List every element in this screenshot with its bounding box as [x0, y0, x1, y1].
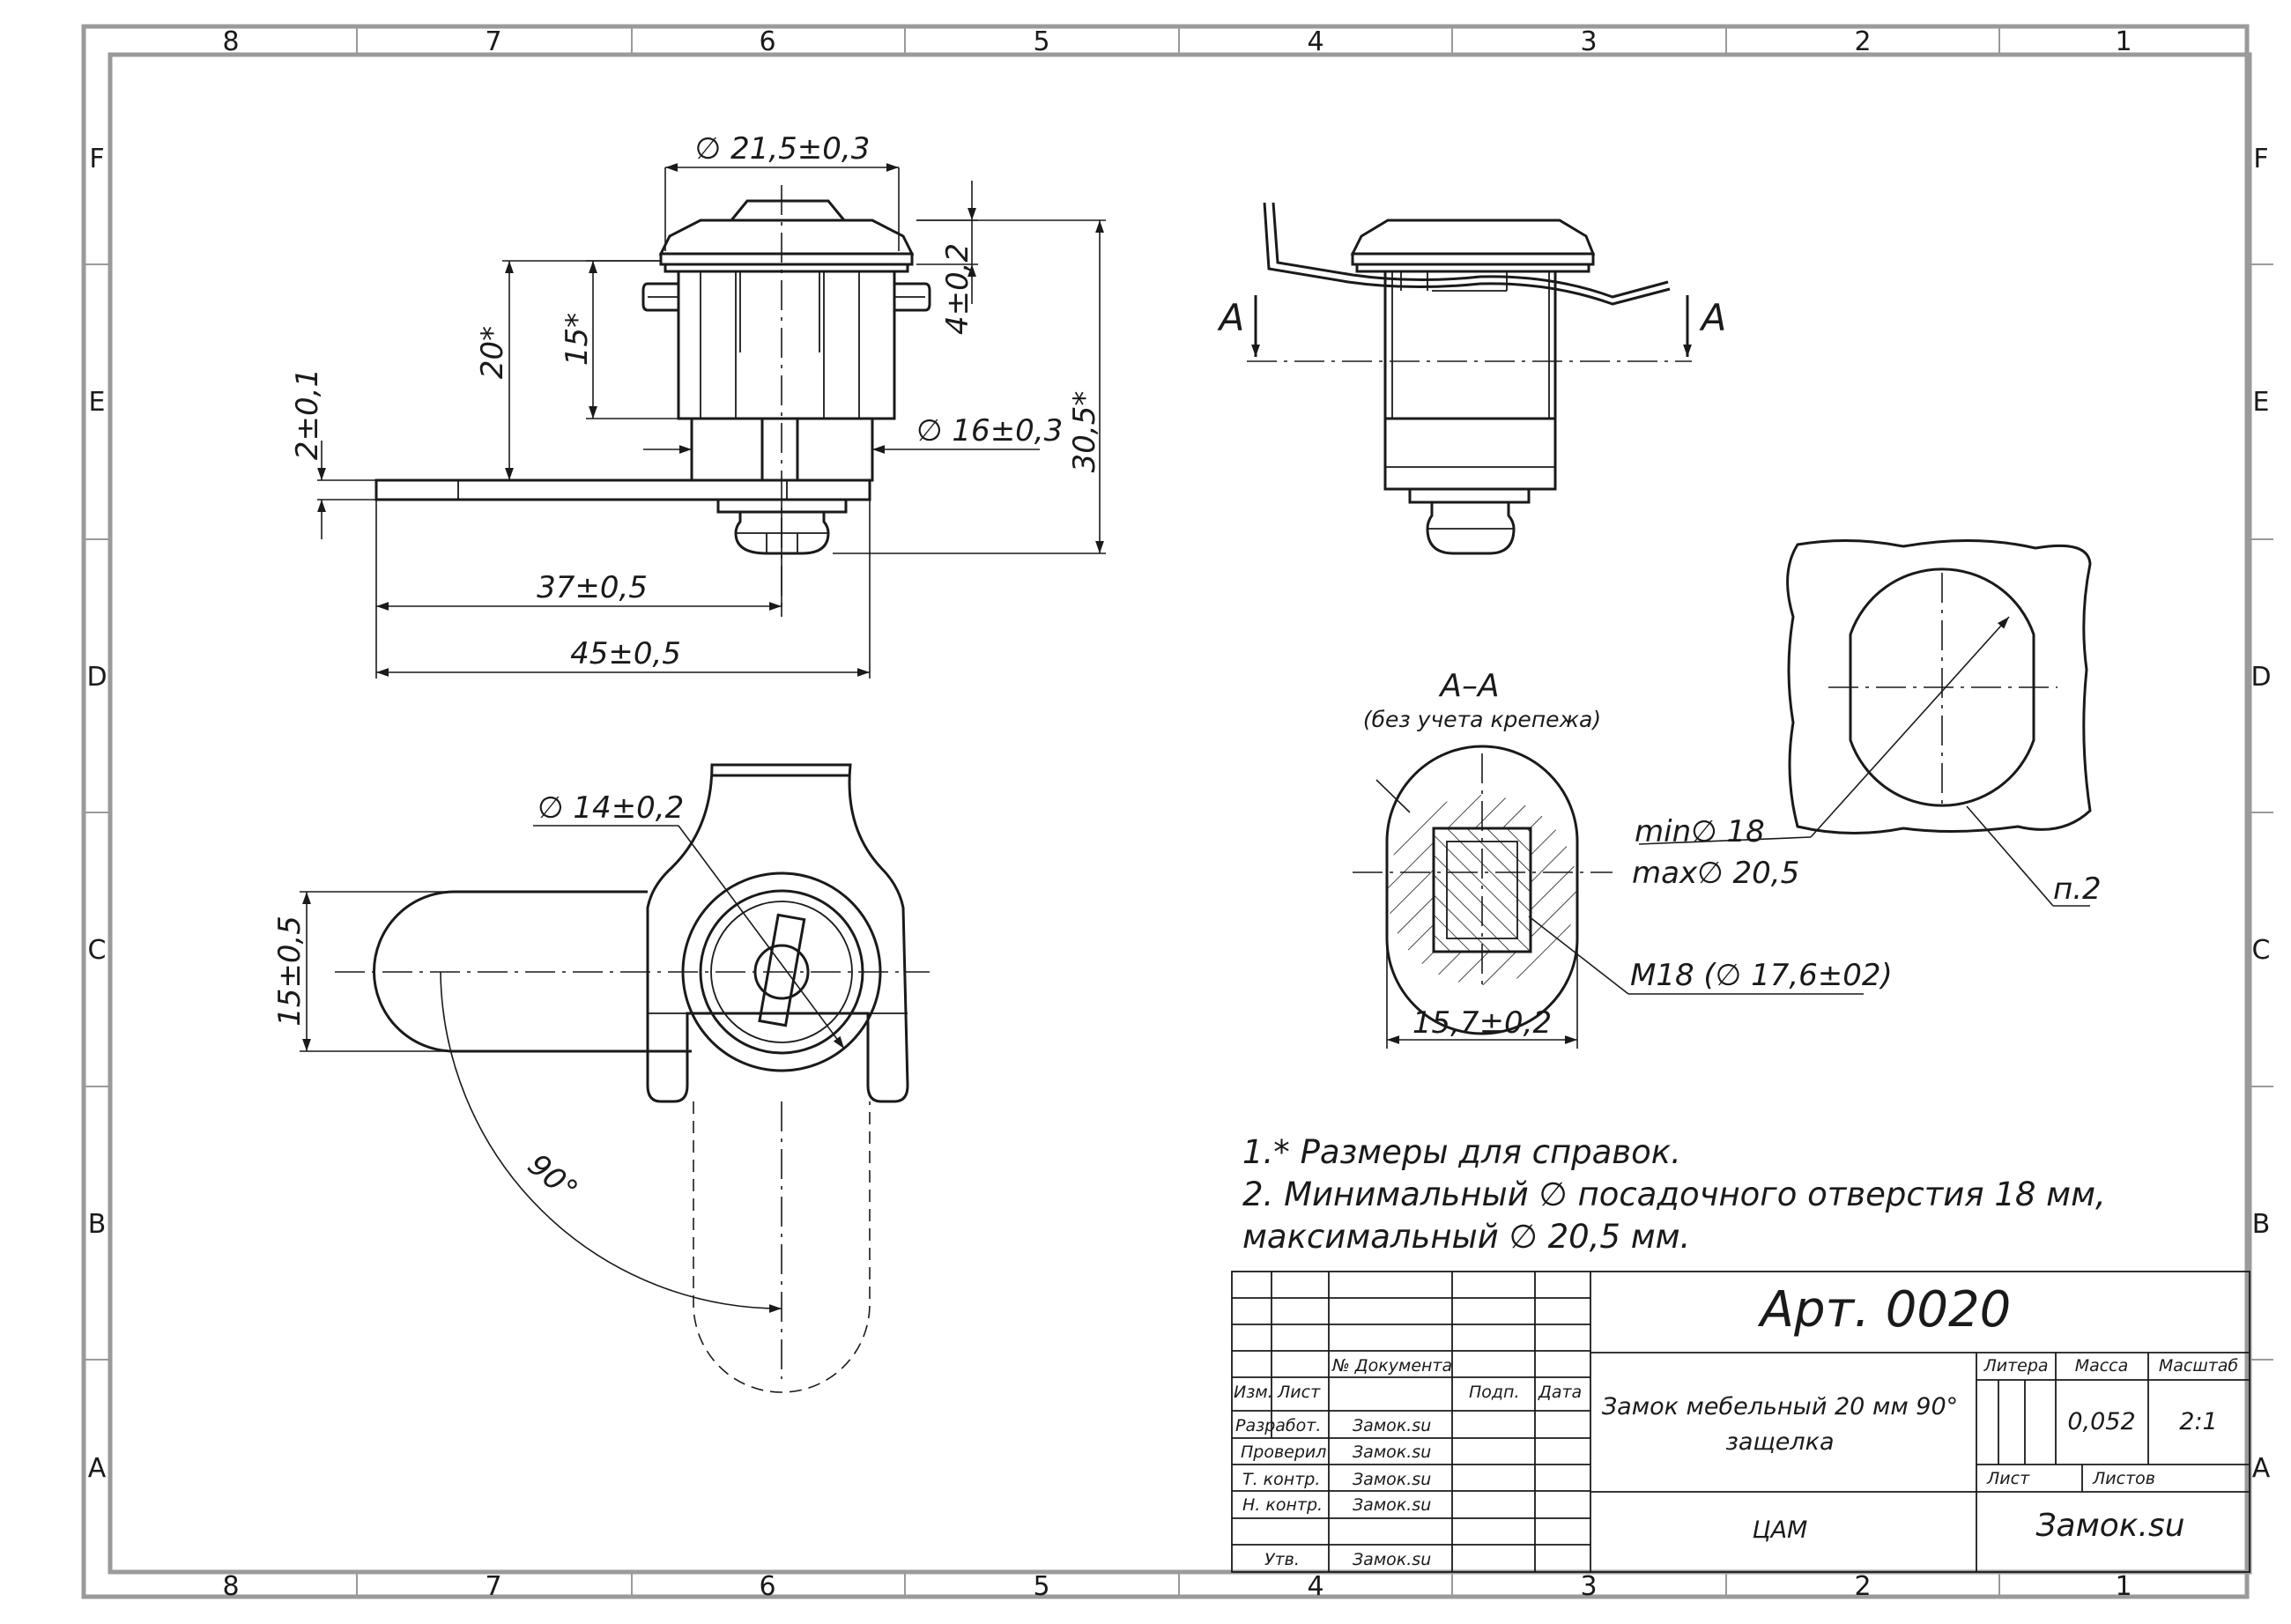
section-dimensions: [1386, 916, 1864, 1049]
zone-row-label: F: [2253, 144, 2268, 174]
section-view: [1353, 745, 1613, 1035]
litera-label: Литера: [1983, 1356, 2048, 1376]
dim-plate-thickness: 2±0,1: [290, 368, 325, 460]
mass-value: 0,052: [2067, 1408, 2135, 1435]
zone-col-label: 5: [1033, 26, 1049, 57]
notes-block: 1.* Размеры для справок. 2. Минимальный …: [1242, 1133, 2106, 1256]
note-line: максимальный ∅ 20,5 мм.: [1242, 1218, 1690, 1256]
sheets-label: Листов: [2092, 1469, 2155, 1488]
signer-name: Замок.su: [1353, 1442, 1431, 1462]
zone-col-label: 7: [485, 26, 501, 57]
zone-col-label: 2: [1854, 1571, 1871, 1602]
section-title: А–А: [1438, 668, 1499, 704]
zone-labels: 8 7 6 5 4 3 2 1 8 7 6 5 4 3 2 1 F E D C …: [86, 26, 2271, 1602]
zone-row-label: F: [89, 144, 104, 174]
top-view: [335, 763, 930, 1393]
zone-col-label: 3: [1580, 1571, 1597, 1602]
zone-row-label: E: [89, 387, 106, 418]
mounting-hole-view: [1638, 538, 2092, 907]
zone-row-label: D: [86, 662, 107, 693]
scale-label: Масштаб: [2159, 1356, 2239, 1376]
zone-row-label: B: [88, 1209, 107, 1240]
zone-col-label: 7: [485, 1571, 501, 1602]
dim-height-20: 20*: [475, 326, 510, 379]
zone-ticks: [84, 26, 2273, 1597]
dim-head-diameter: ∅ 21,5±0,3: [695, 131, 871, 167]
dim-length-37: 37±0,5: [537, 570, 648, 605]
sheet-label: Лист: [1986, 1469, 2030, 1488]
role-label: Н. контр.: [1242, 1495, 1323, 1515]
dim-thread: M18 (∅ 17,6±02): [1630, 958, 1893, 993]
title-block: [1231, 1271, 2250, 1573]
col-izm: Изм.: [1234, 1383, 1273, 1402]
zone-col-label: 1: [2115, 26, 2132, 57]
side-view: [1247, 202, 1692, 555]
zone-col-label: 4: [1307, 26, 1323, 57]
product-name-line1: Замок мебельный 20 мм 90°: [1602, 1393, 1958, 1420]
dim-body-diameter: ∅ 16±0,3: [916, 413, 1063, 449]
top-view-dimensions: [300, 825, 845, 1052]
dim-total-height: 30,5*: [1067, 391, 1102, 473]
zone-col-label: 5: [1033, 1571, 1049, 1602]
zone-row-label: C: [2252, 935, 2271, 966]
zone-col-label: 8: [222, 1571, 239, 1602]
signer-name: Замок.su: [1353, 1416, 1431, 1435]
mass-label: Масса: [2075, 1356, 2129, 1376]
product-name-line2: защелка: [1725, 1428, 1834, 1456]
zone-row-label: E: [2253, 387, 2270, 418]
organization: ЦАМ: [1753, 1516, 1808, 1544]
zone-col-label: 6: [759, 1571, 775, 1602]
inner-frame: [108, 52, 2252, 1575]
zone-col-label: 1: [2115, 1571, 2132, 1602]
section-subtitle: (без учета крепежа): [1363, 707, 1601, 732]
zone-col-label: 4: [1307, 1571, 1323, 1602]
zone-row-label: C: [88, 935, 107, 966]
role-label: Утв.: [1264, 1550, 1300, 1569]
role-label: Т. контр.: [1242, 1470, 1320, 1489]
company-name: Замок.su: [2035, 1508, 2184, 1544]
zone-col-label: 8: [222, 26, 239, 57]
col-signature: Подп.: [1469, 1383, 1520, 1402]
zone-col-label: 2: [1854, 26, 1871, 57]
zone-col-label: 3: [1580, 26, 1597, 57]
dim-hole-max: max∅ 20,5: [1632, 856, 1799, 891]
front-view: [374, 185, 931, 608]
signer-name: Замок.su: [1353, 1470, 1431, 1489]
section-cut-label-left: А: [1217, 296, 1245, 339]
col-list: Лист: [1277, 1383, 1321, 1402]
zone-row-label: B: [2252, 1209, 2271, 1240]
zone-row-label: A: [2252, 1453, 2271, 1484]
signer-name: Замок.su: [1353, 1495, 1431, 1515]
section-cut-label-right: А: [1699, 296, 1727, 339]
dim-length-45: 45±0,5: [570, 636, 681, 671]
note-line: 1.* Размеры для справок.: [1242, 1133, 1681, 1171]
col-date: Дата: [1538, 1383, 1582, 1402]
dim-key-diameter: ∅ 14±0,2: [538, 790, 684, 826]
col-doc-number: № Документа: [1331, 1356, 1452, 1376]
dim-section-width: 15,7±0,2: [1412, 1005, 1552, 1041]
scale-value: 2:1: [2179, 1408, 2217, 1435]
zone-row-label: D: [2250, 662, 2271, 693]
note-line: 2. Минимальный ∅ посадочного отверстия 1…: [1242, 1175, 2106, 1213]
front-view-dimensions: ∅ 21,5±0,3 4±0,2 30,5* 20* 15* 2±0,1 ∅ 1…: [290, 131, 1106, 679]
signer-name: Замок.su: [1353, 1550, 1431, 1569]
outer-frame: [81, 24, 2250, 1599]
article-number: Арт. 0020: [1758, 1281, 2012, 1339]
zone-row-label: A: [88, 1453, 107, 1484]
dim-hole-min: min∅ 18: [1635, 814, 1765, 849]
dim-head-height: 4±0,2: [940, 243, 975, 335]
title-block-text: Арт. 0020 Замок мебельный 20 мм 90° заще…: [1234, 1281, 2238, 1569]
item-reference: п.2: [2053, 871, 2102, 907]
role-label: Проверил: [1241, 1442, 1326, 1462]
dim-cam-width: 15±0,5: [272, 916, 308, 1027]
dim-height-15: 15*: [560, 313, 595, 366]
role-label: Разработ.: [1235, 1416, 1321, 1435]
zone-col-label: 6: [759, 26, 775, 57]
